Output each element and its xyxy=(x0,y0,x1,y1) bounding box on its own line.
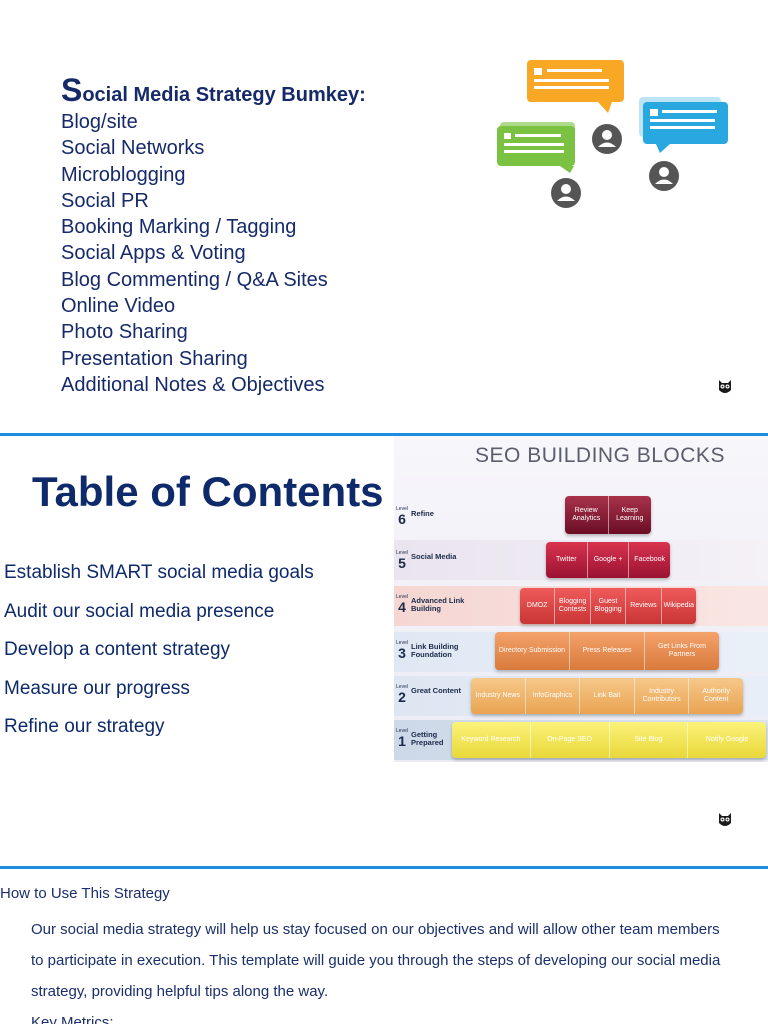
list-item: Refine our strategy xyxy=(4,716,165,737)
level-number: 2 xyxy=(398,689,406,705)
list-item: Social PR xyxy=(61,189,149,212)
bumkey-title: Social Media Strategy Bumkey: xyxy=(61,72,366,109)
toc-list: Establish SMART social media goals Audit… xyxy=(4,554,314,747)
seo-block: Facebook xyxy=(634,556,666,563)
user-avatar-icon xyxy=(551,178,581,208)
list-item: Presentation Sharing xyxy=(61,347,248,370)
seo-block: Authority Content xyxy=(702,688,730,703)
list-item: Audit our social media presence xyxy=(4,600,275,622)
chat-illustration xyxy=(497,60,728,208)
block-row: Keyword Research On-Page SEO Site Blog N… xyxy=(452,722,766,758)
seo-block: On-Page SEO xyxy=(531,722,610,758)
list-item: Establish SMART social media goals xyxy=(4,562,314,583)
block-row: Directory Submission Press Releases Get … xyxy=(495,632,719,670)
level-name: Social Media xyxy=(411,552,457,561)
title-rest: ocial Media Strategy Bumkey: xyxy=(82,84,366,106)
list-item: Blog Commenting / Q&A Sites xyxy=(61,268,328,291)
seo-block: Keyword Research xyxy=(452,722,531,758)
level-name: Link Building Foundation xyxy=(411,642,459,659)
list-item: Booking Marking / Tagging xyxy=(61,216,297,239)
body-paragraph: Our social media strategy will help us s… xyxy=(31,921,721,1000)
title-first-letter: S xyxy=(61,72,83,108)
block-row: Review Analytics Keep Learning xyxy=(565,496,651,534)
level-name: Refine xyxy=(411,509,434,518)
list-item: Social Apps & Voting xyxy=(61,242,246,265)
block-row: DMOZ Blogging Contests Guest Blogging Re… xyxy=(520,588,696,624)
seo-block: Review Analytics xyxy=(565,496,609,534)
list-item: Social Networks xyxy=(61,137,205,160)
slide-divider xyxy=(0,433,768,436)
seo-block: Directory Submission xyxy=(495,632,570,670)
list-item: Additional Notes & Objectives xyxy=(61,373,325,396)
body-text: Our social media strategy will help us s… xyxy=(31,914,731,1024)
seo-block: Keep Learning xyxy=(616,507,644,522)
level-word: Level xyxy=(396,506,408,512)
level-word: Level xyxy=(396,594,408,600)
toc-title: Table of Contents xyxy=(32,468,384,515)
seo-block: Industry Contributors xyxy=(635,678,690,714)
level-name: Advanced Link Building xyxy=(411,596,465,613)
user-avatar-icon xyxy=(592,124,622,154)
block-row: Industry News InfoGraphics Link Bait Ind… xyxy=(471,678,743,714)
list-item: Blog/site xyxy=(61,111,138,133)
level-number: 6 xyxy=(398,511,406,527)
seo-block: DMOZ xyxy=(520,588,556,624)
seo-block: Get Links From Partners xyxy=(658,643,706,658)
key-metrics-heading: Key Metrics: xyxy=(31,1014,114,1024)
user-avatar-icon xyxy=(649,161,679,191)
level-number: 4 xyxy=(398,599,406,615)
list-item: Photo Sharing xyxy=(61,321,188,344)
level-number: 5 xyxy=(398,555,406,571)
level-word: Level xyxy=(396,550,408,556)
list-item: Online Video xyxy=(61,295,176,318)
seo-block: Google + xyxy=(588,542,630,578)
seo-title: SEO BUILDING BLOCKS xyxy=(475,444,725,467)
seo-block: Press Releases xyxy=(570,632,645,670)
seo-block: Site Blog xyxy=(610,722,689,758)
seo-block: InfoGraphics xyxy=(526,678,581,714)
seo-block: Twitter xyxy=(546,542,588,578)
seo-block: Wikipedia xyxy=(663,602,694,609)
seo-block: Reviews xyxy=(626,588,662,624)
block-row: Twitter Google + Facebook xyxy=(546,542,670,578)
level-name: Great Content xyxy=(411,686,462,695)
level-name: Getting Prepared xyxy=(411,730,444,747)
list-item: Measure our progress xyxy=(4,677,190,699)
slide-divider xyxy=(0,866,768,869)
list-item: Microblogging xyxy=(61,163,186,186)
list-item: Develop a content strategy xyxy=(4,639,231,660)
owl-logo-icon xyxy=(719,380,731,393)
seo-block: Notify Google xyxy=(705,736,749,743)
level-number: 3 xyxy=(398,645,406,661)
owl-logo-icon xyxy=(719,813,731,826)
seo-block: Guest Blogging xyxy=(591,588,627,624)
seo-block: Industry News xyxy=(471,678,526,714)
section-title: How to Use This Strategy xyxy=(0,885,170,902)
seo-block: Link Bait xyxy=(580,678,635,714)
level-word: Level xyxy=(396,728,408,734)
seo-block: Blogging Contests xyxy=(555,588,591,624)
chat-bubble-icon xyxy=(497,122,575,173)
chat-bubble-icon xyxy=(527,60,624,113)
level-word: Level xyxy=(396,684,408,690)
chat-bubble-icon xyxy=(639,97,728,153)
slide-bumkey: Social Media Strategy Bumkey: Blog/site … xyxy=(0,0,768,432)
level-number: 1 xyxy=(398,733,406,749)
level-word: Level xyxy=(396,640,408,646)
bumkey-list: Blog/site Social Networks Microblogging … xyxy=(61,109,328,398)
